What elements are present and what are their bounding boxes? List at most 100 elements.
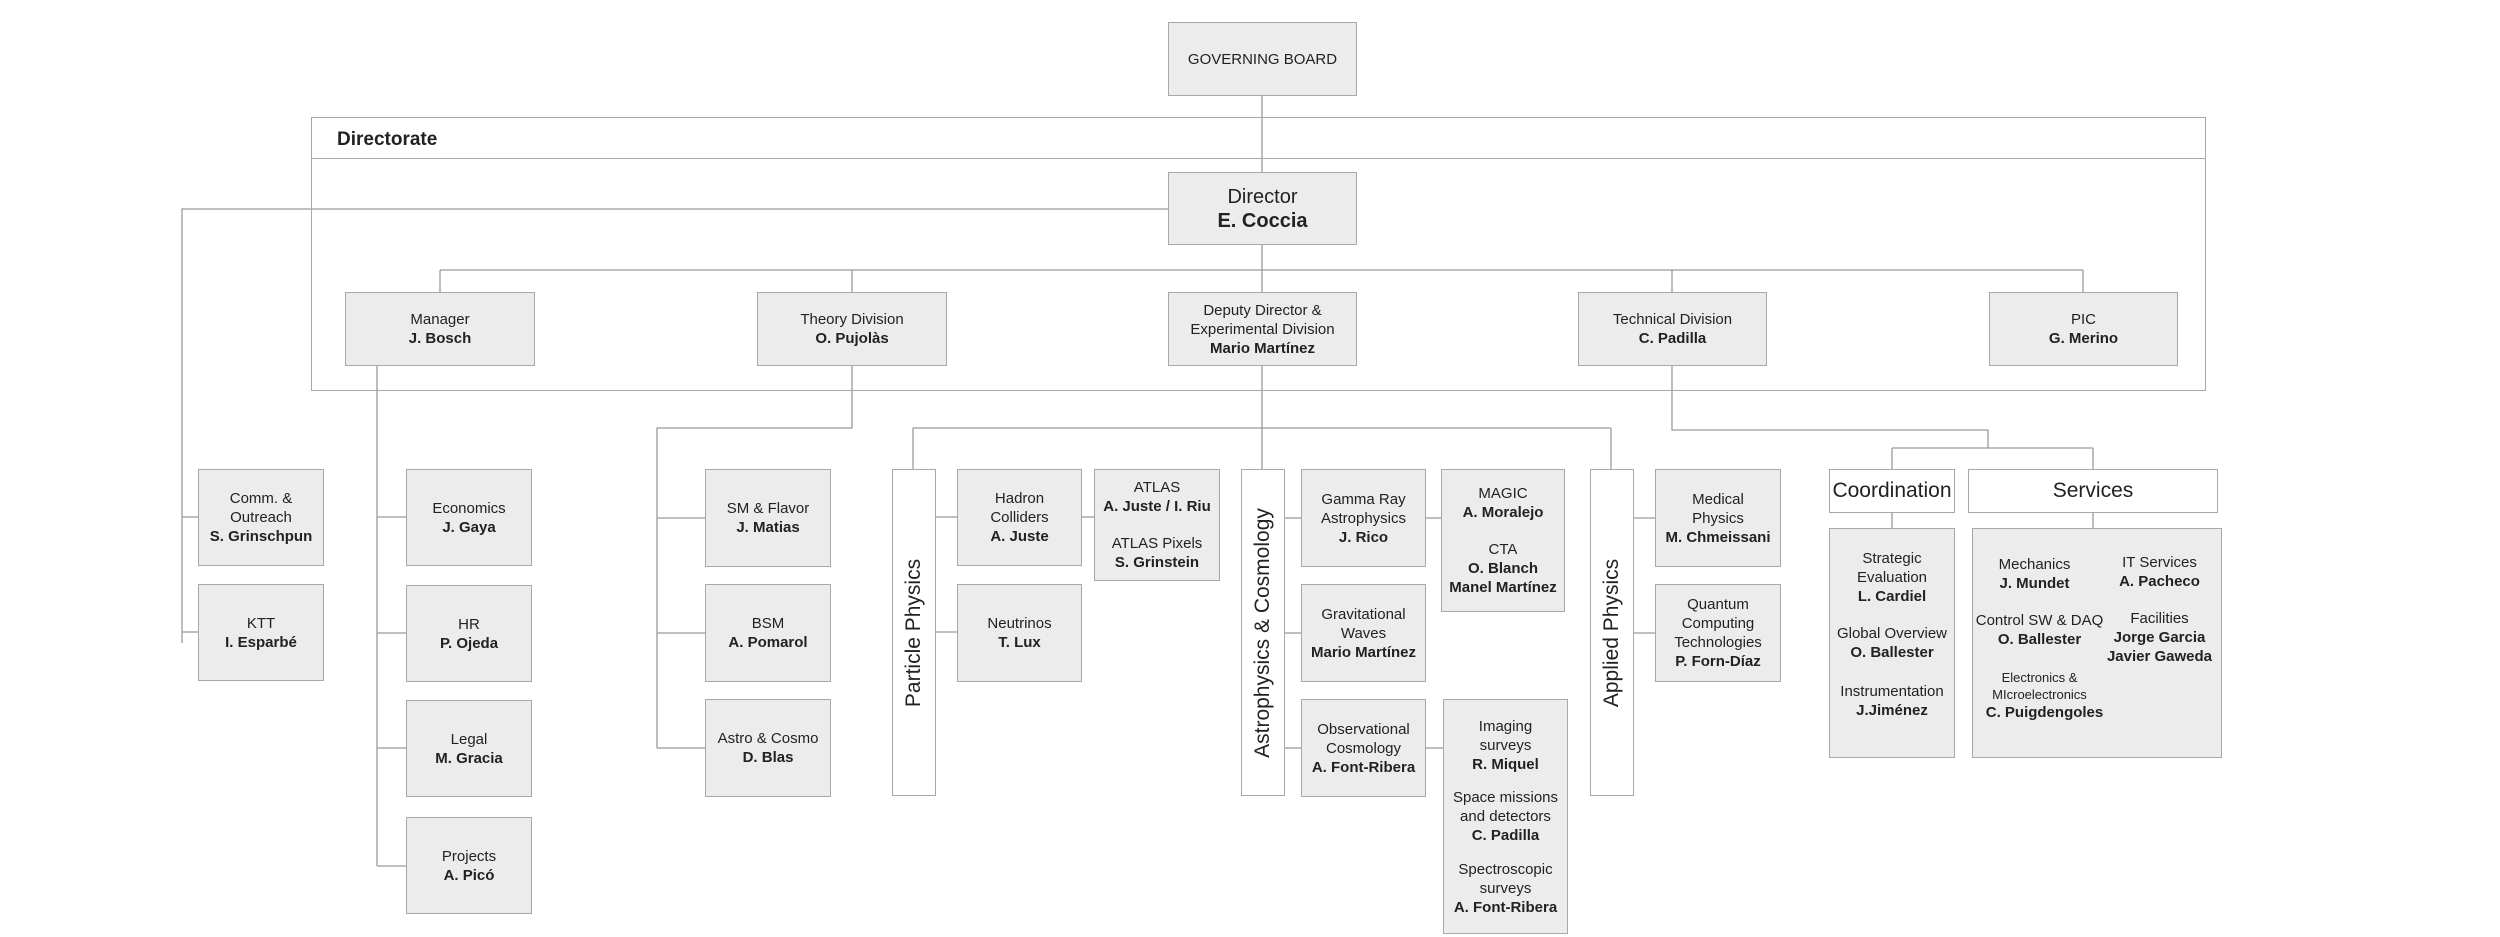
- hadron-colliders-box[interactable]: Hadron Colliders A. Juste: [957, 469, 1082, 566]
- sm-flavor-name: J. Matias: [736, 519, 800, 536]
- governing-board-box[interactable]: GOVERNING BOARD: [1168, 22, 1357, 96]
- facilities-name-1: Jorge Garcia: [2113, 629, 2206, 646]
- it-services: IT Services A. Pacheco: [2098, 553, 2221, 591]
- space-missions-title-1: Space missions: [1452, 789, 1559, 806]
- ktt-title: KTT: [246, 614, 276, 632]
- deputy-director-box[interactable]: Deputy Director & Experimental Division …: [1168, 292, 1357, 366]
- mechanics: Mechanics J. Mundet: [1973, 555, 2096, 593]
- observational-cosmology-box[interactable]: Observational Cosmology A. Font-Ribera: [1301, 699, 1426, 797]
- astro-cosmo-title: Astro & Cosmo: [717, 730, 819, 747]
- ktt-name: I. Esparbé: [225, 633, 297, 651]
- magic-name: A. Moralejo: [1462, 504, 1544, 521]
- cta-name-1: O. Blanch: [1467, 560, 1538, 577]
- magic-cta-box[interactable]: MAGIC A. Moralejo CTA O. Blanch Manel Ma…: [1441, 469, 1565, 612]
- hadron-colliders-name: A. Juste: [990, 528, 1049, 545]
- mechanics-name: J. Mundet: [1999, 575, 2070, 592]
- quantum-computing-title-3: Technologies: [1674, 634, 1762, 651]
- cta-title: CTA: [1488, 541, 1518, 558]
- services-header-label: Services: [2052, 479, 2134, 502]
- spectroscopic-surveys-title-2: surveys: [1479, 879, 1532, 897]
- neutrinos-title: Neutrinos: [987, 615, 1052, 632]
- director-box[interactable]: Director E. Coccia: [1168, 172, 1357, 245]
- space-missions-name: C. Padilla: [1471, 827, 1540, 844]
- atlas-pixels-title: ATLAS Pixels: [1111, 535, 1203, 552]
- astro-cosmo-name: D. Blas: [742, 749, 794, 766]
- pic-name: G. Merino: [2048, 330, 2119, 347]
- strategic-evaluation-title-2: Evaluation: [1856, 569, 1928, 586]
- global-overview-name: O. Ballester: [1850, 644, 1934, 661]
- medical-physics-name: M. Chmeissani: [1665, 528, 1771, 546]
- theory-division-title: Theory Division: [800, 311, 904, 328]
- deputy-director-title-2: Experimental Division: [1190, 320, 1335, 338]
- facilities-name-2: Javier Gaweda: [2106, 648, 2213, 665]
- comm-outreach-title-1: Comm. &: [229, 490, 293, 507]
- gamma-ray-box[interactable]: Gamma Ray Astrophysics J. Rico: [1301, 469, 1426, 567]
- bsm-box[interactable]: BSM A. Pomarol: [705, 584, 831, 682]
- control-sw-daq-name: O. Ballester: [1997, 631, 2082, 648]
- manager-box[interactable]: Manager J. Bosch: [345, 292, 535, 366]
- particle-physics-label: Particle Physics: [902, 558, 925, 707]
- projects-name: A. Picó: [443, 866, 495, 884]
- space-missions: Space missions and detectors C. Padilla: [1453, 788, 1558, 845]
- control-sw-daq-title: Control SW & DAQ: [1975, 612, 2104, 629]
- imaging-surveys-name: R. Miquel: [1472, 755, 1539, 773]
- economics-box[interactable]: Economics J. Gaya: [406, 469, 532, 566]
- hr-name: P. Ojeda: [439, 634, 499, 652]
- mechanics-title: Mechanics: [1998, 556, 2071, 573]
- astro-cosmo-box[interactable]: Astro & Cosmo D. Blas: [705, 699, 831, 797]
- strategic-evaluation-name: L. Cardiel: [1857, 588, 1927, 605]
- gravitational-waves-box[interactable]: Gravitational Waves Mario Martínez: [1301, 584, 1426, 682]
- spectroscopic-surveys-title-1: Spectroscopic: [1458, 860, 1553, 878]
- theory-division-name: O. Pujolàs: [815, 330, 889, 347]
- coordination-header-label: Coordination: [1832, 479, 1952, 502]
- projects-box[interactable]: Projects A. Picó: [406, 817, 532, 914]
- legal-box[interactable]: Legal M. Gracia: [406, 700, 532, 797]
- surveys-box[interactable]: Imaging surveys R. Miquel Space missions…: [1443, 699, 1568, 934]
- imaging-surveys: Imaging surveys R. Miquel: [1472, 717, 1539, 774]
- quantum-computing-title-1: Quantum: [1687, 596, 1749, 613]
- bsm-title: BSM: [751, 615, 785, 632]
- instrumentation-name: J.Jiménez: [1856, 702, 1928, 719]
- medical-physics-title-2: Physics: [1692, 509, 1744, 527]
- space-missions-title-2: and detectors: [1460, 808, 1551, 825]
- hr-box[interactable]: HR P. Ojeda: [406, 585, 532, 682]
- manager-title: Manager: [410, 311, 470, 328]
- coordination-header[interactable]: Coordination: [1829, 469, 1955, 513]
- comm-outreach-name: S. Grinschpun: [209, 528, 313, 545]
- sm-flavor-title: SM & Flavor: [726, 500, 810, 517]
- global-overview: Global Overview O. Ballester: [1830, 624, 1954, 662]
- gamma-ray-name: J. Rico: [1338, 528, 1389, 546]
- sm-flavor-box[interactable]: SM & Flavor J. Matias: [705, 469, 831, 567]
- observational-cosmology-name: A. Font-Ribera: [1311, 758, 1416, 776]
- neutrinos-name: T. Lux: [998, 634, 1041, 651]
- directorate-title: Directorate: [337, 129, 438, 150]
- facilities-title: Facilities: [2130, 610, 2189, 627]
- directorate-header: [311, 117, 2206, 159]
- economics-title: Economics: [432, 499, 506, 517]
- applied-physics-column[interactable]: Applied Physics: [1590, 469, 1634, 796]
- strategic-evaluation: Strategic Evaluation L. Cardiel: [1830, 549, 1954, 606]
- observational-cosmology-title-1: Observational: [1317, 720, 1410, 738]
- cta-name-2: Manel Martínez: [1449, 579, 1557, 596]
- quantum-computing-title-2: Computing: [1681, 615, 1755, 632]
- ktt-box[interactable]: KTT I. Esparbé: [198, 584, 324, 681]
- medical-physics-box[interactable]: Medical Physics M. Chmeissani: [1655, 469, 1781, 567]
- manager-name: J. Bosch: [408, 330, 472, 347]
- coordination-box[interactable]: Strategic Evaluation L. Cardiel Global O…: [1829, 528, 1955, 758]
- magic-title: MAGIC: [1478, 485, 1528, 502]
- technical-division-box[interactable]: Technical Division C. Padilla: [1578, 292, 1767, 366]
- projects-title: Projects: [441, 847, 497, 865]
- director-title: Director: [1227, 185, 1298, 208]
- particle-physics-column[interactable]: Particle Physics: [892, 469, 936, 796]
- governing-board-title: GOVERNING BOARD: [1187, 50, 1338, 68]
- astrophysics-cosmology-column[interactable]: Astrophysics & Cosmology: [1241, 469, 1285, 796]
- services-header[interactable]: Services: [1968, 469, 2218, 513]
- atlas-box[interactable]: ATLAS A. Juste / I. Riu ATLAS Pixels S. …: [1094, 469, 1220, 581]
- pic-box[interactable]: PIC G. Merino: [1989, 292, 2178, 366]
- theory-division-box[interactable]: Theory Division O. Pujolàs: [757, 292, 947, 366]
- services-box[interactable]: Mechanics J. Mundet IT Services A. Pache…: [1972, 528, 2222, 758]
- atlas-title: ATLAS: [1133, 479, 1181, 496]
- comm-outreach-box[interactable]: Comm. & Outreach S. Grinschpun: [198, 469, 324, 566]
- quantum-computing-box[interactable]: Quantum Computing Technologies P. Forn-D…: [1655, 584, 1781, 682]
- neutrinos-box[interactable]: Neutrinos T. Lux: [957, 584, 1082, 682]
